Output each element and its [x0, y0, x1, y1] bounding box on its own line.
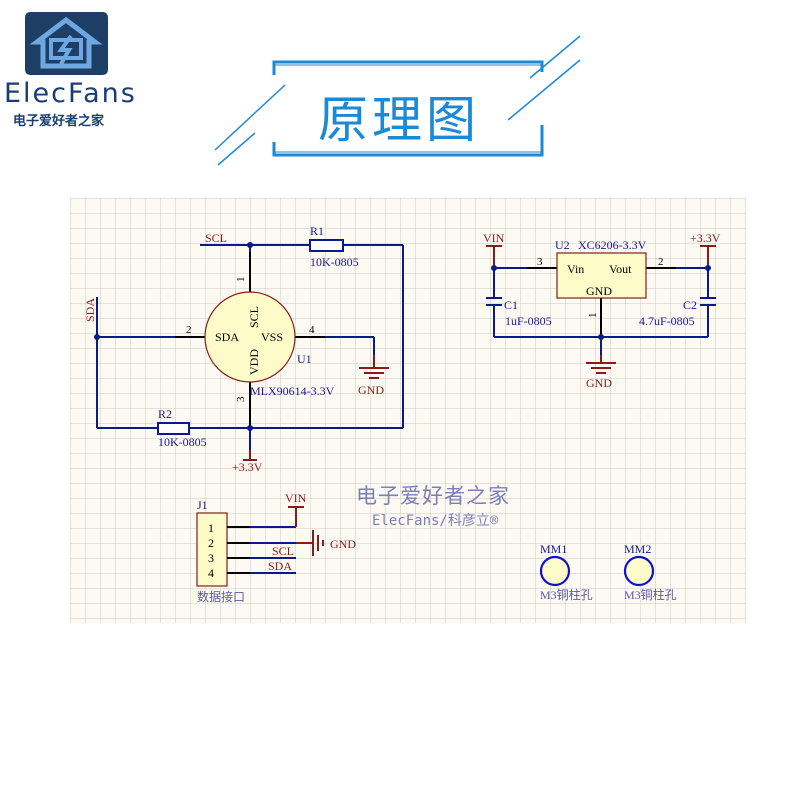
r2-body[interactable]	[157, 422, 190, 435]
power-label-gnd-u2: GND	[586, 376, 612, 390]
j1-pin1-number: 1	[208, 521, 214, 535]
r1-value: 10K-0805	[310, 255, 359, 269]
u1-value: MLX90614-3.3V	[250, 384, 335, 398]
u2-pin2-number: 2	[658, 256, 664, 268]
power-label-3v3-u2: +3.3V	[690, 231, 721, 245]
junction-dot	[491, 265, 497, 271]
j1-net-gnd: GND	[330, 537, 356, 551]
u1-pins	[175, 252, 325, 428]
u2-value: XC6206-3.3V	[578, 238, 647, 252]
page-title: 原理图	[318, 91, 480, 149]
junction-dot	[247, 425, 253, 431]
net-label-sda: SDA	[83, 298, 97, 322]
u1-pin2-number: 2	[186, 324, 192, 336]
u2-body[interactable]	[556, 252, 647, 299]
j1-wires	[250, 526, 296, 574]
u1-pin4-number: 4	[309, 324, 315, 336]
u1-wires	[96, 244, 404, 450]
logo-subtitle: 电子爱好者之家	[13, 114, 105, 129]
c2-designator: C2	[683, 298, 697, 312]
power-label-vin: VIN	[483, 231, 505, 245]
r1-designator: R1	[310, 224, 324, 238]
u2-pin1-number: 1	[587, 313, 599, 319]
j1-pin3-number: 3	[208, 551, 214, 565]
c2-value: 4.7uF-0805	[639, 314, 695, 328]
j1-net-sda: SDA	[268, 559, 292, 573]
title-banner-frame	[214, 35, 581, 166]
u1-power-symbols	[243, 355, 389, 461]
mm2-designator: MM2	[624, 542, 651, 556]
j1-net-scl: SCL	[272, 544, 294, 558]
u2-pin-gnd: GND	[586, 284, 612, 298]
r1-body[interactable]	[309, 239, 344, 252]
u2-power-symbols	[486, 245, 716, 374]
u1-pin-vss: VSS	[261, 330, 283, 344]
power-label-gnd: GND	[358, 383, 384, 397]
u1-pin3-number: 3	[235, 396, 247, 402]
u1-pin-sda: SDA	[215, 330, 239, 344]
power-label-3v3: +3.3V	[232, 460, 263, 474]
u1-body[interactable]	[204, 291, 296, 383]
mm1-designator: MM1	[540, 542, 567, 556]
mm2-hole[interactable]	[623, 555, 655, 587]
u2-pins	[527, 267, 676, 337]
logo-wordmark: ElecFans	[4, 78, 137, 109]
j1-power-symbols	[288, 506, 324, 556]
j1-pins	[227, 526, 250, 574]
house-lightning-icon	[29, 16, 103, 69]
mm1-value: M3铜柱孔	[540, 587, 593, 602]
mm2-value: M3铜柱孔	[624, 587, 677, 602]
u1-pin-vdd: VDD	[247, 349, 261, 375]
junction-dot	[598, 334, 604, 340]
u1-pin1-number: 1	[235, 277, 247, 283]
u1-designator: U1	[297, 352, 312, 366]
watermark-title: 电子爱好者之家	[356, 484, 510, 508]
j1-designator: J1	[197, 498, 208, 512]
watermark-subtitle: ElecFans/科彦立®	[372, 513, 499, 529]
junction-dot	[705, 265, 711, 271]
r2-value: 10K-0805	[158, 435, 207, 449]
mm1-hole[interactable]	[539, 555, 571, 587]
net-label-scl: SCL	[205, 231, 227, 245]
u2-pin-vin: Vin	[567, 262, 584, 276]
c1-value: 1uF-0805	[505, 314, 552, 328]
u2-pin3-number: 3	[537, 256, 543, 268]
j1-value: 数据接口	[197, 589, 245, 604]
c1-designator: C1	[504, 298, 518, 312]
u2-designator: U2	[555, 238, 570, 252]
u2-pin-vout: Vout	[609, 262, 632, 276]
j1-body[interactable]	[196, 512, 228, 587]
junction-dot	[247, 242, 253, 248]
r2-designator: R2	[158, 407, 172, 421]
u1-pin-scl: SCL	[247, 306, 261, 328]
j1-net-vin: VIN	[285, 491, 307, 505]
junction-dot	[94, 334, 100, 340]
j1-pin2-number: 2	[208, 536, 214, 550]
elecfans-logo	[25, 12, 108, 75]
j1-pin4-number: 4	[208, 566, 214, 580]
